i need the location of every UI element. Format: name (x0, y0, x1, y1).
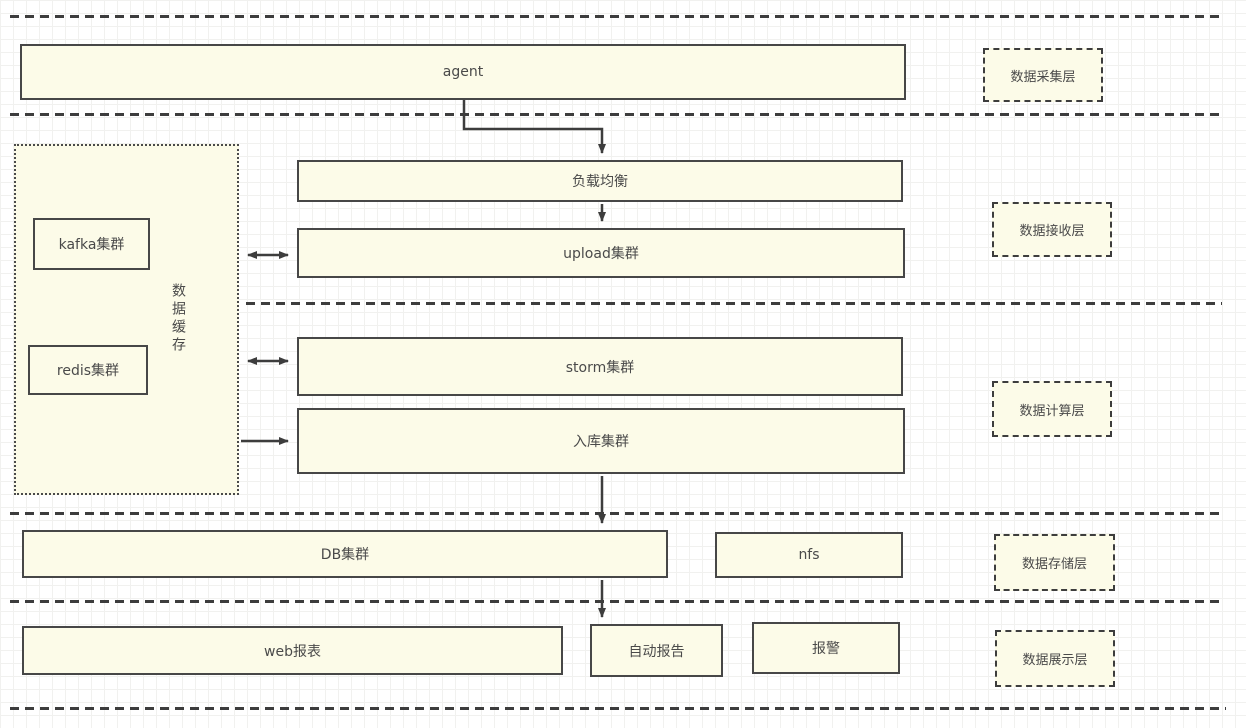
node-nfs: nfs (715, 532, 903, 578)
node-auto-report: 自动报告 (590, 624, 723, 677)
node-kafka-cluster: kafka集群 (33, 218, 150, 270)
node-load-balancer: 负载均衡 (297, 160, 903, 202)
layer-separator-receive-compute (246, 302, 1222, 305)
node-agent: agent (20, 44, 906, 100)
connector-agent-to-load-balancer (462, 100, 606, 154)
layer-label-receive: 数据接收层 (992, 202, 1112, 257)
node-upload-cluster: upload集群 (297, 228, 905, 278)
layer-separator-storage-display (10, 600, 1222, 603)
node-ingest-cluster: 入库集群 (297, 408, 905, 474)
layer-label-display: 数据展示层 (995, 630, 1115, 687)
layer-label-storage: 数据存储层 (994, 534, 1115, 591)
layer-label-compute: 数据计算层 (992, 381, 1112, 437)
cache-group-label: 数据缓存 (170, 283, 186, 355)
layer-label-collect: 数据采集层 (983, 48, 1103, 102)
layer-separator-bottom (10, 707, 1226, 710)
layer-separator-top (10, 15, 1222, 18)
node-alert: 报警 (752, 622, 900, 674)
node-storm-cluster: storm集群 (297, 337, 903, 396)
node-web-report: web报表 (22, 626, 563, 675)
layer-separator-collect-receive (10, 113, 1222, 116)
cache-group-container (14, 144, 239, 495)
node-redis-cluster: redis集群 (28, 345, 148, 395)
layer-separator-compute-storage (10, 512, 1222, 515)
node-db-cluster: DB集群 (22, 530, 668, 578)
